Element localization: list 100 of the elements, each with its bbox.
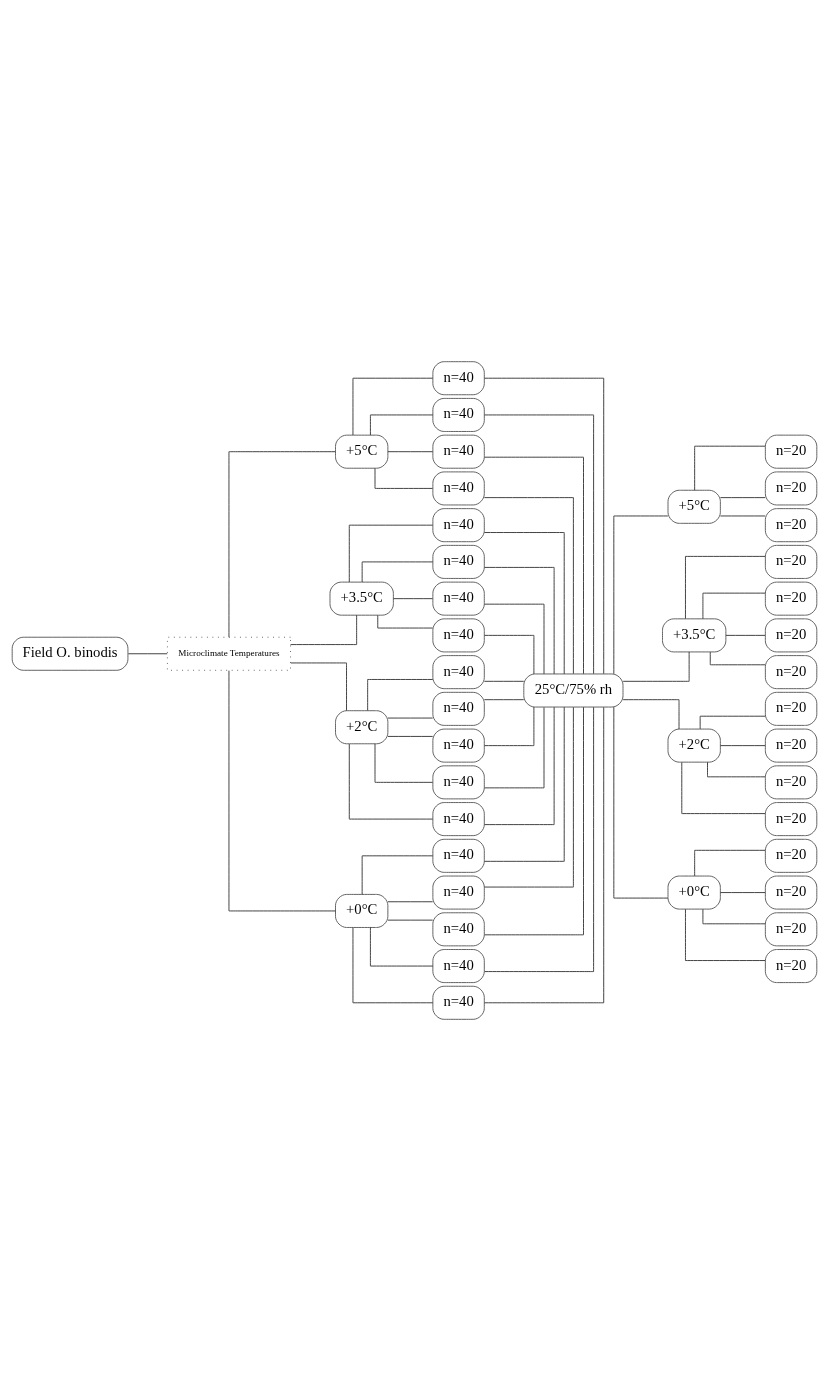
- connector: [484, 377, 605, 675]
- connector: [127, 653, 168, 655]
- node-box: n=40: [432, 361, 485, 396]
- connector: [719, 515, 766, 517]
- connector: [613, 706, 669, 899]
- node-box: n=40: [432, 471, 485, 506]
- node-box: n=40: [432, 838, 485, 873]
- node-box: n=40: [432, 912, 485, 947]
- connector: [483, 497, 574, 675]
- node-box: n=20: [764, 949, 818, 984]
- node-box: n=40: [432, 728, 485, 763]
- node-box: n=20: [764, 544, 818, 579]
- connector: [484, 706, 555, 826]
- connector: [702, 908, 766, 925]
- connector: [348, 524, 434, 583]
- connector: [483, 706, 574, 888]
- node-box: Microclimate Temperatures: [166, 636, 291, 671]
- node-box: n=40: [432, 508, 485, 543]
- connector: [719, 745, 766, 747]
- node-box: n=40: [432, 655, 485, 690]
- node-box: n=20: [764, 434, 818, 469]
- node-box: n=20: [764, 875, 818, 910]
- connector: [484, 603, 545, 675]
- connector: [374, 467, 434, 489]
- connector: [369, 927, 434, 967]
- connector: [685, 908, 766, 961]
- connector: [361, 855, 434, 895]
- connector: [707, 761, 766, 778]
- node-box: +0°C: [667, 875, 721, 910]
- node-box: n=40: [432, 581, 485, 616]
- node-box: n=40: [432, 802, 485, 837]
- connector: [367, 679, 434, 711]
- connector: [681, 761, 766, 815]
- node-box: +2°C: [667, 728, 721, 763]
- connector: [228, 670, 336, 912]
- connector: [702, 592, 766, 620]
- node-box: n=20: [764, 802, 818, 837]
- connector: [348, 743, 434, 820]
- connector: [352, 927, 434, 1004]
- node-box: +3.5°C: [662, 618, 727, 653]
- node-box: +5°C: [667, 489, 721, 524]
- connector: [484, 706, 584, 936]
- node-box: Field O. binodis: [11, 636, 129, 671]
- connector: [709, 651, 766, 666]
- connector: [483, 532, 565, 675]
- node-box: +3.5°C: [329, 581, 394, 616]
- connector: [725, 634, 766, 636]
- node-box: n=20: [764, 691, 818, 726]
- connector: [377, 614, 434, 629]
- connector: [694, 849, 766, 877]
- node-box: n=40: [432, 765, 485, 800]
- connector: [484, 634, 535, 675]
- connector: [392, 598, 434, 600]
- node-box: n=40: [432, 434, 485, 469]
- connector: [699, 715, 766, 730]
- connector: [484, 706, 535, 747]
- node-box: n=20: [764, 838, 818, 873]
- node-box: n=40: [432, 691, 485, 726]
- connector: [484, 414, 595, 675]
- node-box: 25°C/75% rh: [523, 673, 624, 708]
- connector: [483, 706, 565, 862]
- connector: [484, 566, 555, 675]
- connector: [483, 680, 525, 682]
- connector: [369, 414, 434, 436]
- connector: [613, 515, 669, 675]
- connector: [387, 717, 434, 719]
- connector: [361, 561, 434, 583]
- node-box: n=20: [764, 508, 818, 543]
- connector: [387, 451, 434, 453]
- connector: [290, 662, 347, 712]
- node-box: n=20: [764, 728, 818, 763]
- connector: [694, 445, 766, 491]
- node-box: n=20: [764, 471, 818, 506]
- connector: [484, 706, 595, 972]
- connector: [228, 451, 336, 638]
- connector: [374, 743, 434, 783]
- node-box: +0°C: [335, 893, 389, 928]
- connector: [387, 901, 434, 903]
- connector: [290, 614, 358, 646]
- connector: [484, 707, 545, 789]
- node-box: n=40: [432, 544, 485, 579]
- connector: [484, 706, 605, 1004]
- node-box: n=40: [432, 949, 485, 984]
- connector: [352, 377, 434, 436]
- node-box: n=40: [432, 875, 485, 910]
- node-box: n=20: [764, 912, 818, 947]
- node-box: n=20: [764, 655, 818, 690]
- node-box: +2°C: [335, 710, 389, 745]
- connector: [387, 919, 434, 921]
- node-box: n=20: [764, 581, 818, 616]
- connector: [622, 699, 680, 730]
- node-box: n=20: [764, 765, 818, 800]
- node-box: n=40: [432, 618, 485, 653]
- connector: [622, 651, 690, 682]
- connector: [685, 555, 766, 620]
- node-box: n=20: [764, 618, 818, 653]
- node-box: +5°C: [335, 434, 389, 469]
- connector: [719, 497, 766, 499]
- node-box: n=40: [432, 985, 485, 1020]
- connector: [719, 892, 766, 894]
